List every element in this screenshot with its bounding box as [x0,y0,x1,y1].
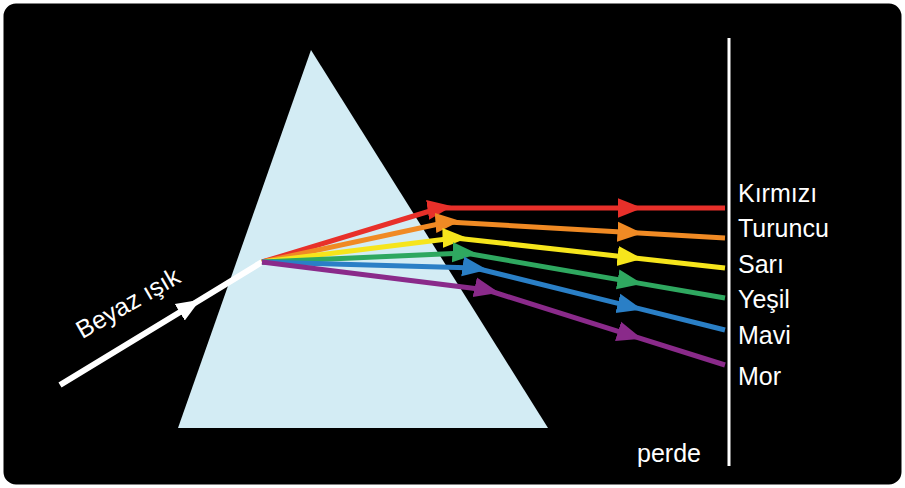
violet-ray [262,262,725,365]
light-label: Beyaz ışık [72,263,184,342]
color-label: Mavi [738,323,791,348]
screen-line [728,38,731,466]
white-light-ray [60,262,262,385]
color-label: Kırmızı [738,181,817,206]
color-label: Mor [738,364,781,389]
color-label: Sarı [738,252,784,277]
screen-label: perde [637,441,701,466]
color-label: Yeşil [738,287,790,312]
color-label: Turuncu [738,216,829,241]
